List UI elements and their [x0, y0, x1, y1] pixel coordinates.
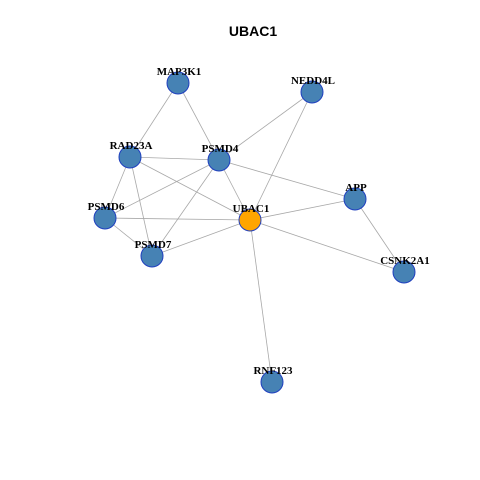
node-rad23a	[118, 145, 142, 169]
edge-rad23a-psmd7	[129, 156, 153, 257]
node-label-app: APP	[345, 182, 367, 194]
edge-psmd4-app	[218, 159, 356, 200]
edge-nedd4l-ubac1	[249, 91, 313, 221]
node-label-psmd6: PSMD6	[88, 201, 125, 213]
edge-rad23a-psmd4	[129, 156, 220, 161]
edge-psmd7-ubac1	[151, 219, 251, 257]
edge-nedd4l-psmd4	[218, 91, 313, 161]
node-label-ubac1: UBAC1	[233, 203, 270, 215]
edge-psmd4-psmd7	[151, 159, 220, 257]
node-label-nedd4l: NEDD4L	[291, 75, 335, 87]
node-label-csnk2a1: CSNK2A1	[380, 255, 430, 267]
node-label-rad23a: RAD23A	[110, 140, 153, 152]
node-psmd7	[140, 244, 164, 268]
node-label-psmd7: PSMD7	[135, 239, 172, 251]
edge-map3k1-rad23a	[129, 82, 179, 158]
node-rnf123	[260, 370, 284, 394]
node-label-rnf123: RNF123	[253, 365, 293, 377]
node-nedd4l	[300, 80, 324, 104]
node-psmd4	[207, 148, 231, 172]
edge-ubac1-csnk2a1	[249, 219, 405, 273]
node-map3k1	[166, 71, 190, 95]
edge-ubac1-rnf123	[249, 219, 273, 383]
node-ubac1	[238, 208, 262, 232]
edge-map3k1-psmd4	[177, 82, 220, 161]
node-label-psmd4: PSMD4	[202, 143, 239, 155]
edge-psmd4-psmd6	[104, 159, 220, 219]
edge-ubac1-app	[249, 198, 356, 221]
edge-layer	[104, 82, 405, 383]
node-label-map3k1: MAP3K1	[157, 66, 202, 78]
node-csnk2a1	[392, 260, 416, 284]
diagram-title: UBAC1	[229, 23, 277, 39]
edge-app-csnk2a1	[354, 198, 405, 273]
edge-psmd6-ubac1	[104, 217, 251, 221]
edge-rad23a-ubac1	[129, 156, 251, 221]
node-app	[343, 187, 367, 211]
node-layer	[93, 71, 416, 394]
node-psmd6	[93, 206, 117, 230]
